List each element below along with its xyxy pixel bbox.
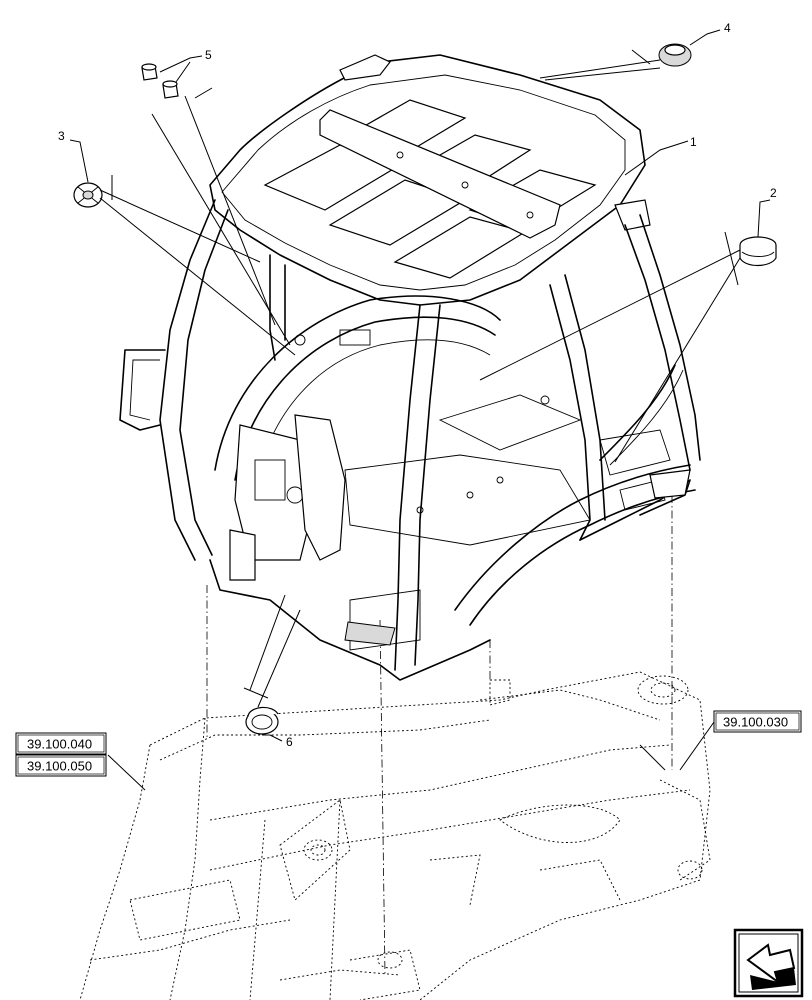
- callout-labels: 1 2 3 4 5 6: [58, 21, 777, 749]
- reference-box-left: 39.100.040 39.100.050: [15, 732, 107, 777]
- reference-39-100-050[interactable]: 39.100.050: [27, 759, 92, 774]
- leader-lines: [69, 29, 771, 791]
- reference-39-100-040[interactable]: 39.100.040: [27, 737, 92, 752]
- callout-6: 6: [286, 735, 293, 749]
- callout-5: 5: [205, 48, 212, 62]
- part-5-plugs: [141, 63, 179, 99]
- assembly-lines: [206, 495, 673, 976]
- callout-4: 4: [724, 21, 731, 35]
- arrow-icon[interactable]: [733, 928, 804, 998]
- chassis-frame: [79, 671, 711, 1000]
- part-2-cap: [739, 236, 777, 267]
- reference-39-100-030[interactable]: 39.100.030: [723, 715, 788, 730]
- callout-2: 2: [770, 186, 777, 200]
- callout-3: 3: [58, 129, 65, 143]
- cab-structure: [119, 54, 701, 681]
- reference-box-right: 39.100.030: [713, 710, 802, 733]
- callout-1: 1: [690, 135, 697, 149]
- part-4-grommet: [658, 43, 692, 67]
- part-3-plug: [73, 182, 103, 208]
- part-6-cap: [245, 706, 279, 735]
